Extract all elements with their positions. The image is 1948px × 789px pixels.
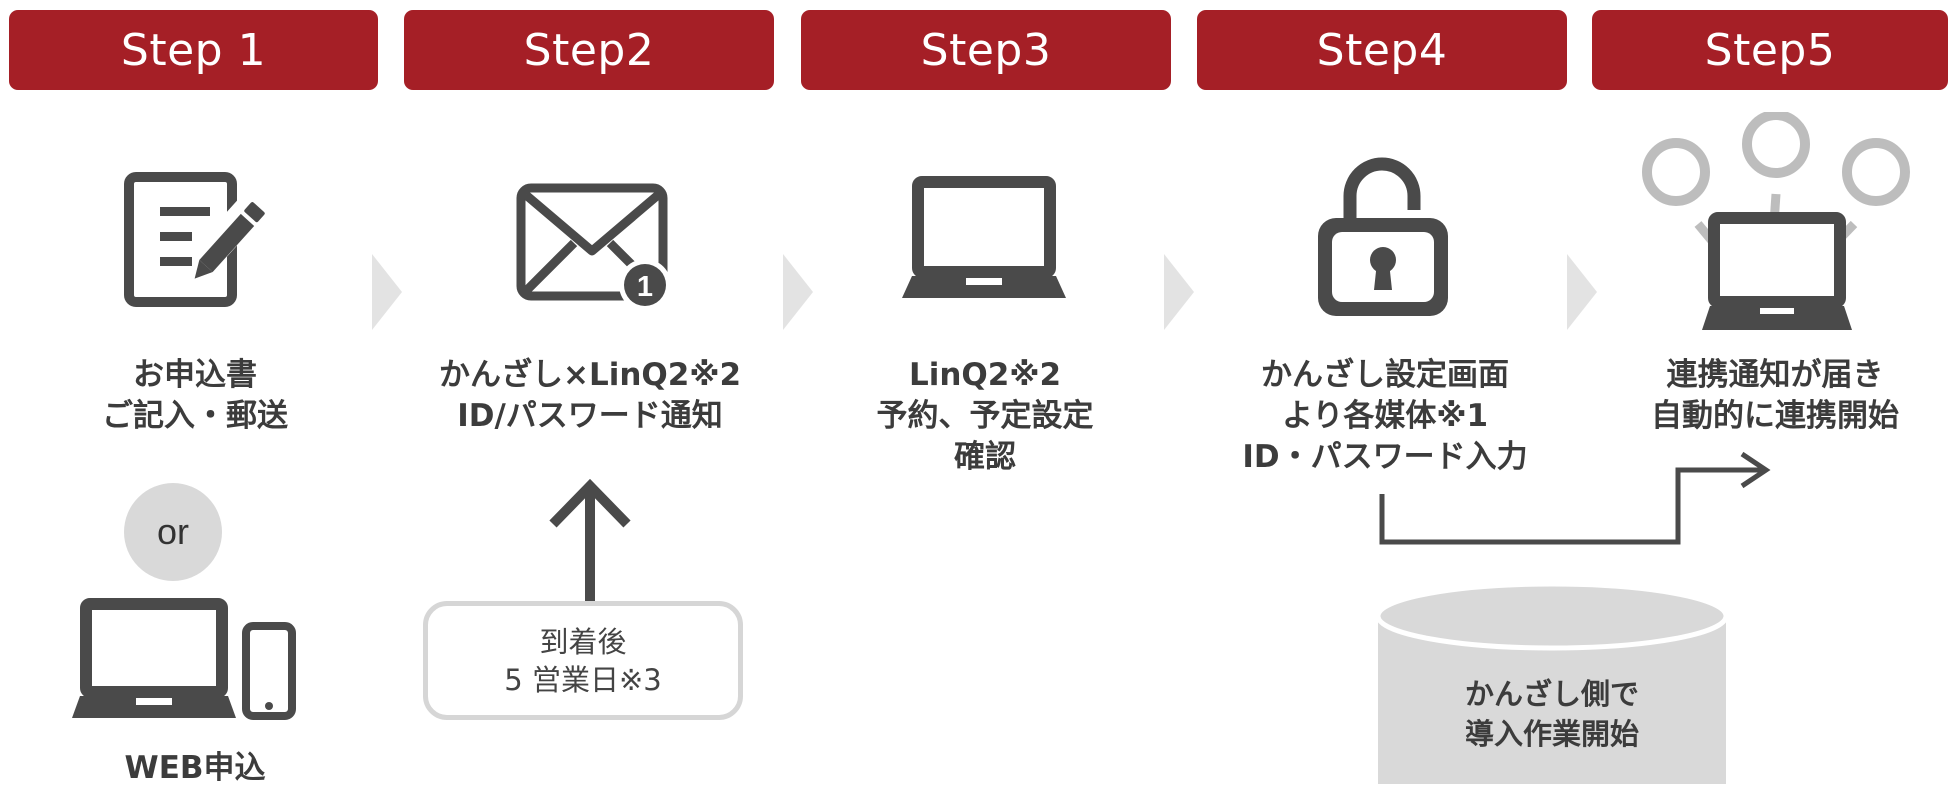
step-4-label: かんざし設定画面 より各媒体※1 ID・パスワード入力: [1242, 357, 1528, 475]
step-2-label: かんざし×LinQ2※2 ID/パスワード通知: [438, 357, 742, 434]
laptop-icon: [902, 176, 1066, 298]
step-3-label: LinQ2※2 予約、予定設定 確認: [876, 357, 1094, 475]
database-cylinder-icon: [1375, 581, 1729, 784]
chevron-right-icon: [1567, 254, 1597, 330]
kanzashi-setup-text: かんざし側で 導入作業開始: [1464, 677, 1639, 751]
svg-text:1: 1: [637, 271, 653, 303]
step-1-label: お申込書 ご記入・郵送: [102, 357, 288, 434]
arrival-note-box: 到着後 5 営業日※3: [423, 601, 743, 720]
arrival-note-line-2: 5 営業日※3: [504, 662, 662, 697]
laptop-network-icon: [1642, 112, 1910, 330]
step-5-label: 連携通知が届き 自動的に連携開始: [1651, 357, 1899, 434]
arrival-note-line-1: 到着後: [539, 624, 627, 659]
chevron-right-icon: [372, 254, 402, 330]
or-badge: or: [124, 483, 222, 581]
mail-notification-icon: 1: [516, 183, 671, 311]
step-5-header: Step5: [1592, 10, 1948, 90]
step-3-header: Step3: [801, 10, 1171, 90]
form-edit-icon: [124, 172, 274, 307]
laptop-smartphone-icon: [72, 598, 296, 720]
step-4-header: Step4: [1197, 10, 1567, 90]
unlocked-padlock-icon: [1318, 157, 1448, 316]
chevron-right-icon: [1164, 254, 1194, 330]
web-application-label: WEB申込: [124, 750, 266, 786]
chevron-right-icon: [783, 254, 813, 330]
connector-arrow-icon: [1379, 451, 1771, 545]
arrow-up-icon: [549, 478, 631, 604]
step-1-header: Step 1: [9, 10, 378, 90]
step-2-header: Step2: [404, 10, 774, 90]
